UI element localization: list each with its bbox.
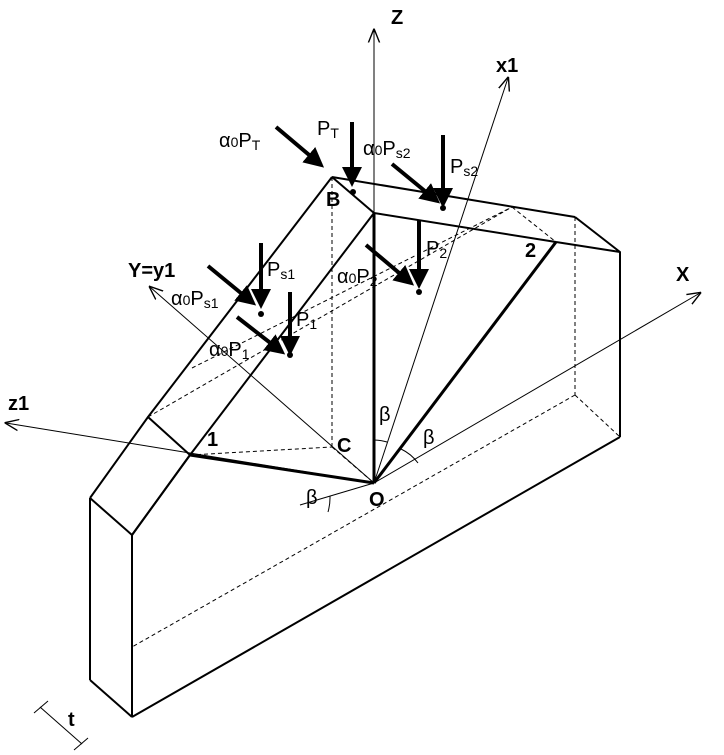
point-p2 [416,289,422,295]
coordinate-axes [6,30,700,506]
label-a0p1: α0P1 [209,339,250,362]
point-ps2 [440,205,446,211]
point-c-label: C [337,435,351,457]
x1-axis-line [373,78,508,484]
point-pt [350,189,356,195]
point-labels: B C O 1 2 [207,189,536,511]
point-o-label: O [369,489,385,511]
z1-axis-label: z1 [8,393,29,415]
label-a0pt: α0PT [219,130,261,153]
label-ps1: Ps1 [267,259,295,282]
thickness-label: t [68,709,75,731]
x1-axis-label: x1 [496,55,518,77]
label-pt: PT [317,118,339,141]
a0pt-arrow [274,125,325,168]
label-p2: P2 [426,238,447,261]
angle-labels: β β β [306,404,435,509]
a0p2-arrow [364,243,415,286]
a0p1-arrow [235,315,286,355]
z-axis-label: Z [391,7,403,29]
load-arrows [206,122,453,356]
beta-label-z: β [379,404,391,426]
a0ps2-arrow [390,162,441,204]
angle-arcs [327,439,419,513]
point-p1 [287,352,293,358]
x-axis-line [373,293,700,484]
axis-labels: Z X x1 Y=y1 z1 [8,7,690,415]
y-axis-line [150,287,375,484]
y-axis-label: Y=y1 [128,260,175,282]
label-ps2: Ps2 [450,156,478,179]
x-axis-label: X [676,264,690,286]
beta-label-base: β [306,487,318,509]
point-b-label: B [326,189,340,211]
load-points [258,189,446,358]
thickness-dimension [33,700,89,751]
point-ps1 [258,311,264,317]
solid-body-edges [89,176,621,718]
label-a0ps2: α0Ps2 [363,138,411,161]
bold-edges [189,213,558,485]
label-a0ps1: α0Ps1 [171,288,219,311]
base-ray [299,482,375,506]
load-labels: PT α0PT Ps2 α0Ps2 P2 α0P2 Ps1 α0Ps1 P1 α… [171,118,478,362]
point-1-label: 1 [207,429,218,451]
beta-label-x: β [423,427,435,449]
label-a0p2: α0P2 [337,266,378,289]
a0ps1-arrow [206,264,257,306]
point-2-label: 2 [525,240,536,262]
label-p1: P1 [296,309,317,332]
